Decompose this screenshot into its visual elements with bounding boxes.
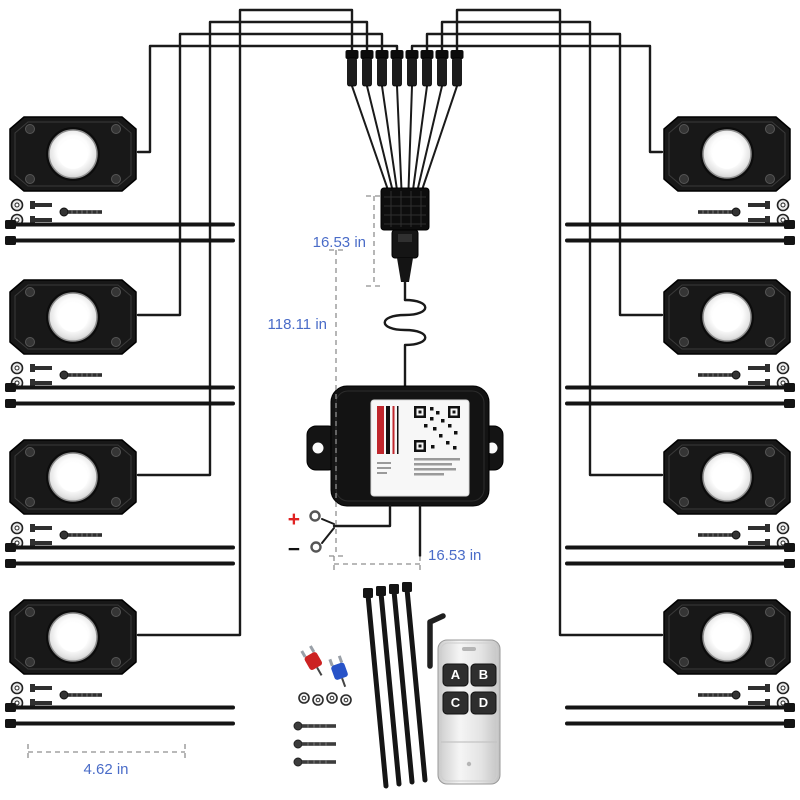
- zip-tie: [565, 719, 795, 728]
- ring-terminal-positive: [309, 510, 321, 522]
- ring-terminal-negative: [310, 541, 322, 553]
- harness-connector: [420, 50, 434, 87]
- zip-tie: [5, 719, 235, 728]
- remote-button-a-label: A: [451, 667, 461, 682]
- power-wires: [309, 504, 422, 558]
- wire-coil: [383, 298, 427, 390]
- rock-light-pod: [663, 599, 791, 675]
- remote-button-c: [442, 691, 469, 715]
- harness-connector: [435, 50, 449, 87]
- rock-light-pod: [9, 439, 137, 515]
- rock-light-pod: [9, 279, 137, 355]
- zip-tie: [5, 399, 235, 408]
- measurement-zip-tie: 4.62 in: [27, 744, 186, 778]
- plus-symbol: +: [288, 508, 300, 531]
- controller-label: [370, 399, 470, 497]
- mounting-hardware: [697, 361, 790, 390]
- harness-main-connector: [380, 187, 430, 302]
- label-fine-print: [377, 458, 460, 476]
- label-stripes: [377, 406, 399, 454]
- controller-box: [306, 385, 504, 507]
- remote-button-c-label: C: [451, 695, 461, 710]
- svg-text:16.53 in: 16.53 in: [313, 234, 366, 251]
- screw: [293, 739, 336, 749]
- remote-lanyard-slot: [462, 647, 476, 651]
- harness-fan-wires: [351, 85, 458, 191]
- svg-text:16.53 in: 16.53 in: [428, 547, 481, 564]
- svg-text:4.62 in: 4.62 in: [83, 761, 128, 778]
- mounting-hardware: [10, 521, 103, 550]
- harness-connector: [450, 50, 464, 87]
- rock-light-pod: [9, 116, 137, 192]
- harness-connectors: [345, 50, 464, 87]
- pod-lead-wires-right: [410, 8, 664, 637]
- harness-connector: [375, 50, 389, 87]
- screws: [293, 721, 336, 767]
- rock-light-pod: [663, 279, 791, 355]
- mounting-hardware: [10, 681, 103, 710]
- harness-connector: [390, 50, 404, 87]
- mounting-hardware: [10, 198, 103, 227]
- measurement-power-wire: 16.53 in: [333, 547, 481, 572]
- remote-control: A B C D: [437, 639, 501, 785]
- remote-button-d-label: D: [479, 695, 488, 710]
- remote-button-d: [470, 691, 497, 715]
- rock-light-pod: [663, 439, 791, 515]
- remote-button-a: [442, 663, 469, 687]
- ring-terminal-red: [300, 645, 323, 676]
- mounting-hardware: [10, 361, 103, 390]
- center-zip-ties: [363, 582, 428, 789]
- mounting-hardware: [697, 521, 790, 550]
- pods-right: [565, 116, 795, 728]
- harness-connector: [345, 50, 359, 87]
- minus-symbol: −: [288, 538, 300, 561]
- mounting-hardware: [697, 681, 790, 710]
- mounting-hardware: [697, 198, 790, 227]
- zip-tie: [5, 236, 235, 245]
- remote-button-b: [470, 663, 497, 687]
- remote-button-b-label: B: [479, 667, 488, 682]
- ring-terminal-blue: [328, 655, 348, 688]
- zip-tie: [565, 399, 795, 408]
- measurement-harness: 16.53 in: [313, 195, 382, 287]
- pods-left: [5, 116, 235, 728]
- zip-tie: [5, 559, 235, 568]
- harness-connector: [360, 50, 374, 87]
- rock-light-pod: [663, 116, 791, 192]
- zip-tie: [565, 559, 795, 568]
- measurement-extension-wire: 118.11 in: [268, 249, 343, 557]
- svg-text:118.11 in: 118.11 in: [268, 316, 328, 333]
- washers: [298, 692, 352, 706]
- zip-tie: [565, 236, 795, 245]
- harness-connector: [405, 50, 419, 87]
- screw: [293, 757, 336, 767]
- rock-light-pod: [9, 599, 137, 675]
- qr-code: [414, 406, 460, 452]
- screw: [293, 721, 336, 731]
- allen-key: [427, 613, 446, 669]
